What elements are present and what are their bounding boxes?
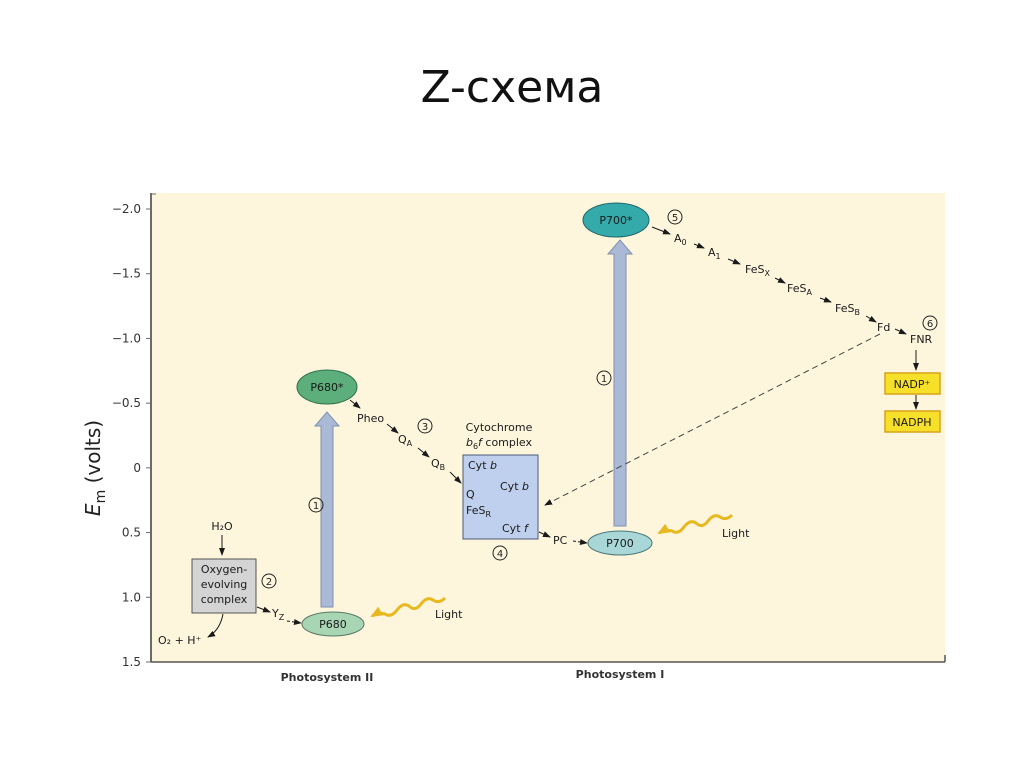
step-marker-5: 5 [667, 209, 683, 225]
p700-node [587, 530, 653, 556]
oxygen-evolving-complex-box [191, 558, 257, 614]
cyt-to-pc-arrow [538, 531, 551, 538]
svg-text:Em (volts): Em (volts) [81, 420, 109, 516]
light-wave-icon-ps2 [370, 596, 447, 618]
p700-star-node [582, 202, 650, 238]
a0-label: A0 [674, 232, 687, 247]
step-marker-1-ps1: 1 [596, 370, 612, 386]
nadp-label: NADP⁺ [894, 378, 931, 391]
step-marker-1-ps2: 1 [308, 497, 324, 513]
a1-label: A1 [708, 246, 721, 261]
fd-to-fnr-arrow [894, 328, 907, 335]
a0-to-a1-arrow [693, 242, 705, 249]
light-label-ps2: Light [435, 608, 463, 621]
qa-to-qb-arrow [417, 447, 430, 458]
oec-line-3: complex [201, 593, 248, 606]
cytochrome-b6f-box [462, 454, 539, 540]
svg-text:3: 3 [422, 422, 428, 433]
y-tick-label: 1.0 [122, 590, 141, 604]
y-tick-label: 0 [133, 461, 141, 475]
fesb-label: FeSB [835, 302, 860, 317]
step-marker-3: 3 [417, 418, 433, 434]
step-marker-4: 4 [492, 545, 508, 561]
cyt-fes-r: FeSR [466, 504, 491, 519]
svg-text:1: 1 [313, 501, 319, 512]
h2o-label: H₂O [211, 520, 233, 533]
photosystem-i-label: Photosystem I [576, 668, 665, 681]
fd-label: Fd [877, 321, 890, 334]
p680-label: P680 [319, 618, 347, 631]
p700-label: P700 [606, 537, 634, 550]
a1-to-fesx-arrow [727, 258, 741, 265]
light-label-ps1: Light [722, 527, 750, 540]
qa-label: QA [398, 433, 413, 448]
qb-to-cyt-arrow [449, 471, 462, 484]
ps1-excitation-arrow [606, 239, 634, 527]
cytochrome-title-line-1: Cytochrome [466, 421, 533, 434]
p680star-to-pheo-arrow [349, 399, 361, 409]
p680-node [301, 611, 365, 637]
oec-line-2: evolving [201, 578, 248, 591]
plot-background [151, 193, 945, 662]
svg-text:5: 5 [672, 213, 678, 224]
svg-text:6: 6 [927, 319, 933, 330]
o2-label: O₂ + H⁺ [158, 634, 202, 647]
y-tick-label: −0.5 [112, 396, 141, 410]
cyt-q: Q [466, 488, 475, 501]
y-axis-ticks: −2.0 −1.5 −1.0 −0.5 0 0.5 1.0 1.5 [112, 193, 156, 669]
photosystem-ii-label: Photosystem II [281, 671, 374, 684]
light-wave-icon-ps1 [657, 513, 734, 535]
fesa-label: FeSA [787, 282, 812, 297]
cyt-b-1: Cyt b [468, 459, 497, 472]
step-marker-2: 2 [261, 573, 277, 589]
y-tick-label: −1.5 [112, 267, 141, 281]
cyt-b-2: Cyt b [500, 480, 529, 493]
y-tick-label: −1.0 [112, 331, 141, 345]
y-tick-label: 1.5 [122, 655, 141, 669]
qb-label: QB [431, 457, 445, 472]
yz-label: YZ [271, 607, 285, 622]
nadph-box [884, 410, 941, 433]
slide-title: Z-схема [420, 62, 604, 113]
svg-text:4: 4 [497, 549, 503, 560]
y-axis-label: Em (volts) [81, 420, 109, 516]
oec-to-yz-arrow [256, 606, 271, 613]
cytochrome-title-line-2: b6f complex [466, 436, 533, 451]
nadp-box [884, 372, 941, 395]
svg-text:1: 1 [601, 374, 607, 385]
cyclic-electron-path [544, 333, 881, 506]
yz-to-p680-arrow [286, 619, 302, 625]
p700-star-label: P700* [599, 214, 633, 227]
y-tick-label: −2.0 [112, 202, 141, 216]
p680-star-node [296, 369, 358, 405]
fesx-label: FeSX [745, 263, 770, 278]
p680-star-label: P680* [310, 381, 344, 394]
fnr-label: FNR [910, 333, 933, 346]
fesb-to-fd-arrow [865, 315, 877, 323]
pc-to-p700-arrow [572, 539, 588, 545]
nadph-label: NADPH [892, 416, 931, 429]
pc-label: PC [553, 534, 568, 547]
pheo-label: Pheo [357, 412, 384, 425]
ps2-excitation-arrow [313, 411, 341, 608]
p700star-to-a0-arrow [651, 226, 671, 235]
o2-release-arrow [207, 613, 224, 638]
svg-text:2: 2 [266, 577, 272, 588]
pheo-to-qa-arrow [386, 423, 399, 434]
fesx-to-fesa-arrow [774, 277, 786, 284]
oec-line-1: Oxygen- [201, 563, 247, 576]
fesa-to-fesb-arrow [819, 296, 832, 303]
y-tick-label: 0.5 [122, 526, 141, 540]
cyt-f: Cyt f [502, 522, 530, 535]
step-marker-6: 6 [922, 315, 938, 331]
